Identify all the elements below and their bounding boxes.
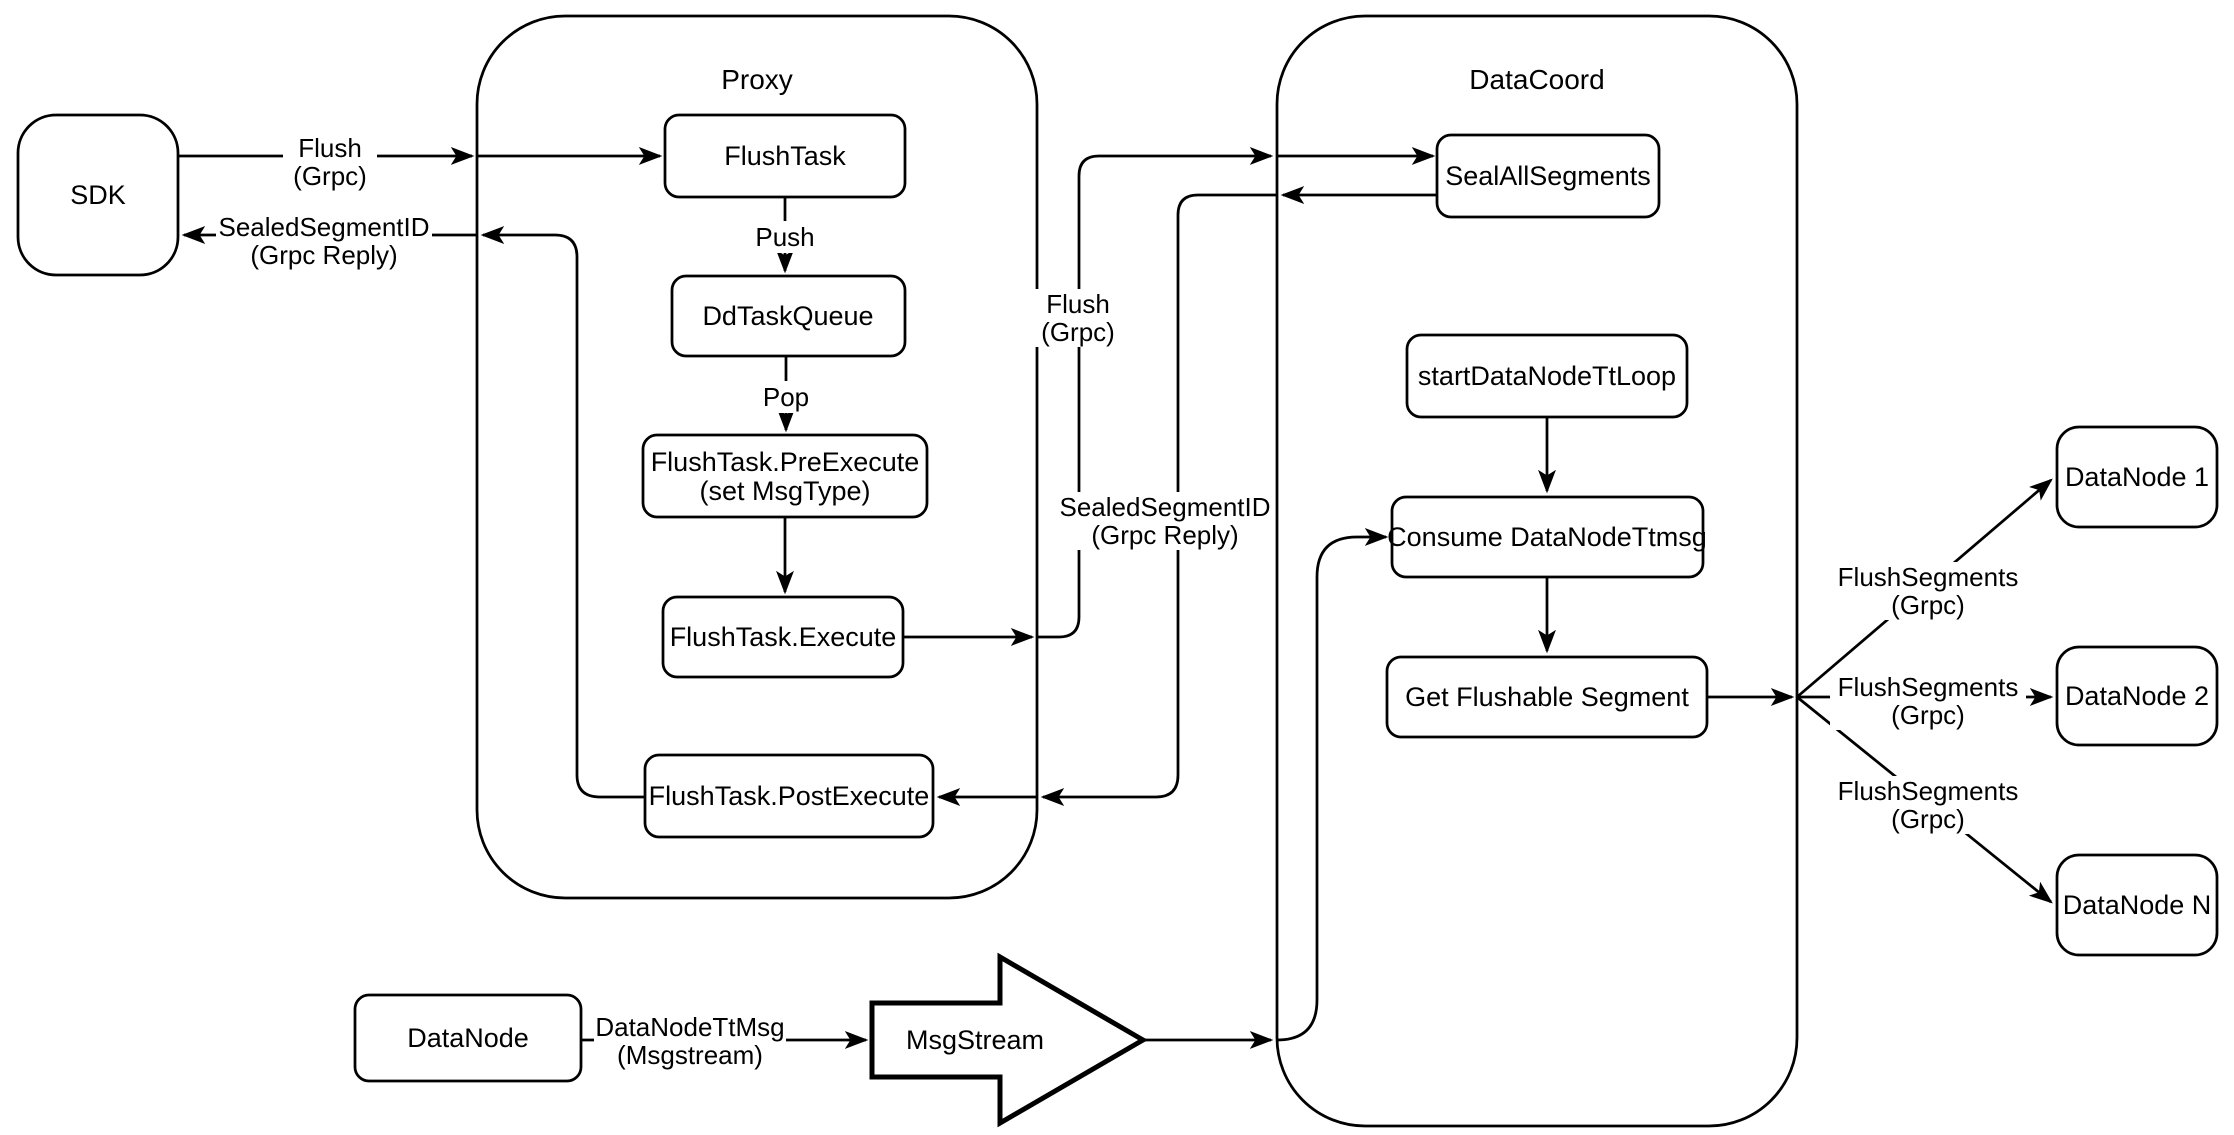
pop-label-bg [754,381,818,413]
sealallsegments-label: SealAllSegments [1445,161,1651,191]
edge-label-sealedsegmentid-sdk: SealedSegmentID (Grpc Reply) [216,212,432,270]
flushtask-postexecute-box [643,753,935,839]
datanode-source-label: DataNode [407,1023,529,1053]
node-startdatanodettloop: startDataNodeTtLoop [1405,333,1689,419]
edge-label-datanodettmsg: DataNodeTtMsg (Msgstream) [594,1012,786,1070]
msgstream-arrow-shape [869,952,1148,1128]
get-flushable-segment-label: Get Flushable Segment [1405,682,1689,712]
flushtask-box [663,113,907,199]
node-datanode-1: DataNode 1 [2055,425,2219,529]
push-label-bg [748,221,822,253]
flushtask-preexecute-label-line2: (set MsgType) [699,476,870,506]
sealallsegments-box [1435,133,1661,219]
node-datanode-n: DataNode N [2055,853,2219,957]
flush-grpc-mid-label-bg [1031,289,1125,347]
flushsegments-3-line2: (Grpc) [1891,804,1965,834]
flushtask-preexecute-label-line1: FlushTask.PreExecute [651,447,920,477]
edge-label-flush-grpc-mid: Flush (Grpc) [1031,289,1125,347]
consume-datanodettmsg-box [1390,495,1705,579]
startdatanodettloop-label: startDataNodeTtLoop [1418,361,1676,391]
flush-grpc-mid-line2: (Grpc) [1041,317,1115,347]
datanode-1-label: DataNode 1 [2065,462,2209,492]
datanodettmsg-line2: (Msgstream) [617,1040,763,1070]
node-consume-datanodettmsg: Consume DataNodeTtmsg [1387,495,1707,579]
edge-postexecute-to-proxyedge [483,235,645,799]
sdk-box [16,113,180,277]
node-datanode-2: DataNode 2 [2055,645,2219,747]
edge-label-flushsegments-3: FlushSegments (Grpc) [1830,776,2026,834]
flushsegments-1-line2: (Grpc) [1891,590,1965,620]
datanode-source-box [353,993,583,1083]
flushtask-label: FlushTask [724,141,846,171]
edges [178,156,2051,1040]
sealedsegmentid-sdk-line2: (Grpc Reply) [250,240,397,270]
flushsegments-1-line1: FlushSegments [1838,562,2019,592]
flushsegments-3-line1: FlushSegments [1838,776,2019,806]
flush-grpc-sdk-line2: (Grpc) [293,161,367,191]
flushsegments-3-label-bg [1830,776,2026,834]
startdatanodettloop-box [1405,333,1689,419]
datanode-n-label: DataNode N [2063,890,2212,920]
edge-label-flush-grpc-sdk: Flush (Grpc) [283,133,377,191]
datanode-2-box [2055,645,2219,747]
flushsegments-1-label-bg [1830,562,2026,620]
edge-label-flushsegments-1: FlushSegments (Grpc) [1830,562,2026,620]
edge-flush-grpc-to-datacoord [1037,156,1271,639]
node-get-flushable-segment: Get Flushable Segment [1385,655,1709,739]
datacoord-container-outline [1275,14,1799,1128]
msgstream-label: MsgStream [906,1025,1044,1055]
datacoord-container-title: DataCoord [1469,64,1604,95]
flushsegments-2-line1: FlushSegments [1838,672,2019,702]
node-msgstream: MsgStream [869,952,1148,1128]
datanodettmsg-label-bg [594,1012,786,1070]
node-flushtask-preexecute: FlushTask.PreExecute (set MsgType) [641,433,929,519]
node-flushtask: FlushTask [663,113,907,199]
edge-dcedge-to-consume [1276,537,1386,1042]
sealedsegmentid-mid-line1: SealedSegmentID [1059,492,1270,522]
get-flushable-segment-box [1385,655,1709,739]
datanode-1-box [2055,425,2219,529]
proxy-container-outline [475,14,1039,900]
datanode-n-box [2055,853,2219,957]
node-sealallsegments: SealAllSegments [1435,133,1661,219]
flushtask-preexecute-box [641,433,929,519]
node-flushtask-postexecute: FlushTask.PostExecute [643,753,935,839]
edge-labels: Flush (Grpc) SealedSegmentID (Grpc Reply… [216,133,2026,1070]
pop-label: Pop [763,382,809,412]
sealedsegmentid-sdk-line1: SealedSegmentID [218,212,429,242]
container-proxy: Proxy [475,14,1039,900]
flushsegments-2-line2: (Grpc) [1891,700,1965,730]
edge-label-push: Push [748,221,822,253]
edge-label-flushsegments-2: FlushSegments (Grpc) [1830,672,2026,730]
flush-grpc-mid-line1: Flush [1046,289,1110,319]
sealedsegmentid-mid-label-bg [1057,492,1273,550]
node-ddtaskqueue: DdTaskQueue [670,274,907,358]
datanode-2-label: DataNode 2 [2065,681,2209,711]
edge-label-pop: Pop [754,381,818,413]
edge-label-sealedsegmentid-mid: SealedSegmentID (Grpc Reply) [1057,492,1273,550]
node-datanode-source: DataNode [353,993,583,1083]
ddtaskqueue-box [670,274,907,358]
datanodettmsg-line1: DataNodeTtMsg [595,1012,784,1042]
sealedsegmentid-mid-line2: (Grpc Reply) [1091,520,1238,550]
push-label: Push [755,222,814,252]
node-sdk: SDK [16,113,180,277]
container-datacoord: DataCoord [1275,14,1799,1128]
flush-grpc-sdk-label-bg [283,133,377,191]
flushsegments-2-label-bg [1830,672,2026,730]
flush-grpc-sdk-line1: Flush [298,133,362,163]
consume-datanodettmsg-label: Consume DataNodeTtmsg [1387,522,1707,552]
proxy-container-title: Proxy [721,64,793,95]
node-flushtask-execute: FlushTask.Execute [661,595,905,679]
sealedsegmentid-sdk-label-bg [216,212,432,270]
ddtaskqueue-label: DdTaskQueue [702,301,873,331]
flushtask-postexecute-label: FlushTask.PostExecute [649,781,930,811]
flushtask-execute-box [661,595,905,679]
flushtask-execute-label: FlushTask.Execute [670,622,897,652]
sdk-label: SDK [70,180,126,210]
